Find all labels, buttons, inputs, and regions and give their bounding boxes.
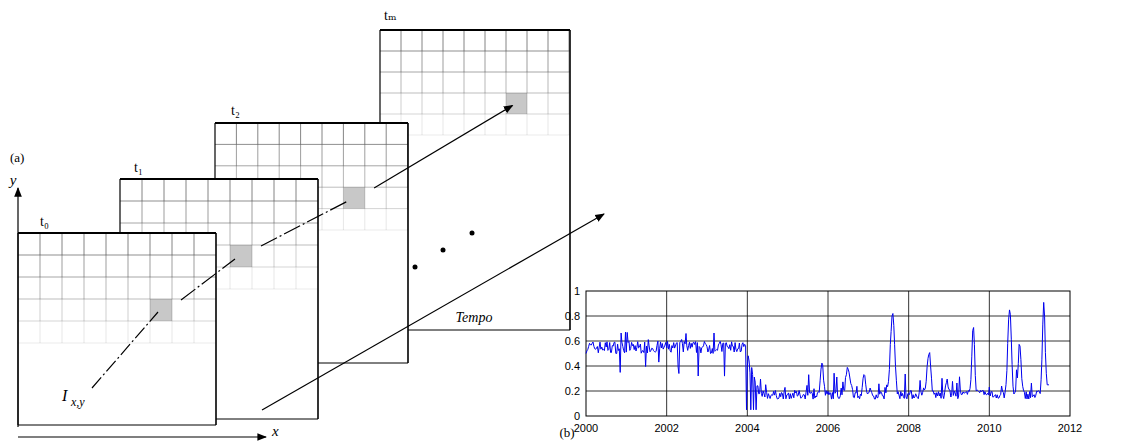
grid-line [586,366,1070,367]
data-series [586,302,1049,409]
tick-label: 2010 [977,423,1001,434]
image-frame [18,233,216,425]
tick-label: 2008 [896,423,920,434]
frame-label: t₁ [134,161,143,175]
x-axis [18,436,266,437]
y-axis [17,188,18,427]
grid-line [908,291,909,416]
tick-label: 2004 [735,423,759,434]
grid-line [666,291,667,416]
tick-label: 0.8 [565,311,580,322]
panel-label: (b) [559,426,574,439]
tick-label: 2000 [574,423,598,434]
ellipsis-dot [441,248,446,253]
frame-label: t₀ [40,215,49,229]
tick-label: 1 [574,286,580,297]
pixel-trajectory [92,106,513,389]
frame-label: t₂ [231,104,240,118]
pixel-label: I [62,388,67,404]
ellipsis-dot [413,265,418,270]
axis-label: y [10,173,17,188]
pixel-subscript: x,y [71,396,85,408]
axis-label: x [272,424,279,439]
pixel [230,245,252,267]
tick-label: 2012 [1058,423,1082,434]
tick-label: 0.2 [565,386,580,397]
plot-area [586,291,1070,416]
grid-line [586,316,1070,317]
axis-label: Tempo [456,311,493,325]
panel-label: (a) [10,151,24,164]
tick-label: 0 [574,411,580,422]
ellipsis-dot [470,231,475,236]
pixel [343,187,364,208]
pixel [506,93,527,114]
tick-label: 0.6 [565,336,580,347]
tick-label: 2002 [654,423,678,434]
frame-label: tₘ [384,9,396,23]
time-arrow [262,214,604,410]
tick-label: 0.4 [565,361,580,372]
tick-label: 2006 [816,423,840,434]
grid-line [828,291,829,416]
grid-line [989,291,990,416]
grid-line [586,341,1070,342]
